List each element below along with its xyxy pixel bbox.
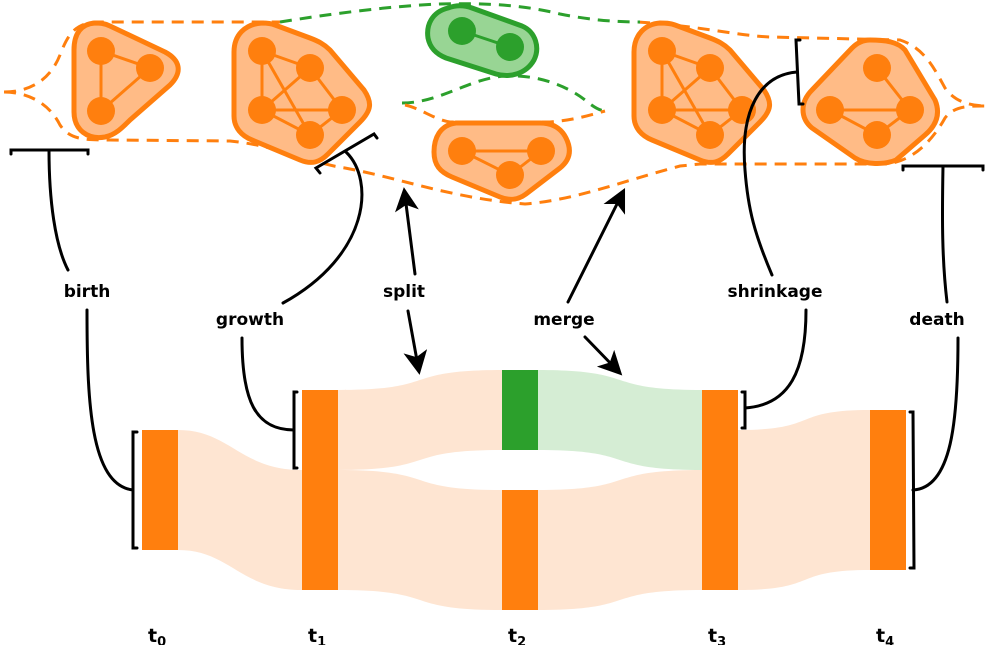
community-snapshot-t3 — [631, 20, 772, 165]
flow-t2-green-t3 — [538, 370, 702, 470]
node — [448, 137, 476, 165]
node — [296, 121, 324, 149]
timestep-label-t2: t2 — [508, 625, 526, 645]
timestep-label-t4: t4 — [876, 625, 894, 645]
alluvial-flows — [178, 370, 870, 610]
event-labels: birth growth split merge shrinkage death — [64, 282, 965, 330]
community-envelope-lower — [3, 90, 989, 206]
node — [248, 96, 276, 124]
shrinkage-bottom-connector — [743, 308, 808, 410]
flow-t3-t4 — [738, 410, 870, 590]
nodes — [87, 37, 164, 125]
merge-arrow-up — [566, 187, 626, 304]
nodes — [448, 137, 555, 189]
event-label-shrinkage: shrinkage — [727, 282, 822, 302]
bar-t3 — [702, 390, 738, 590]
node — [448, 17, 476, 45]
node — [863, 54, 891, 82]
community-snapshot-t0 — [71, 20, 181, 141]
node — [87, 97, 115, 125]
birth-bottom-connector — [85, 308, 135, 492]
growth-bottom-connector — [240, 336, 296, 432]
community-snapshot-t2-green — [425, 3, 540, 78]
growth-bottom-bracket — [292, 390, 299, 470]
node — [496, 33, 524, 61]
node — [328, 96, 356, 124]
flow-t1-t2-orange — [338, 470, 502, 610]
bar-t0 — [142, 430, 178, 550]
death-top-connector — [940, 164, 949, 304]
birth-top-connector — [47, 148, 70, 272]
shrinkage-top-connector — [742, 70, 799, 277]
bar-t1 — [302, 390, 338, 590]
node — [816, 96, 844, 124]
community-snapshot-t1 — [231, 20, 372, 165]
split-arrow-down — [403, 309, 428, 375]
annotations — [9, 38, 985, 570]
event-label-split: split — [383, 282, 425, 302]
timestep-label-t3: t3 — [708, 625, 726, 645]
event-label-death: death — [909, 310, 964, 330]
event-label-birth: birth — [64, 282, 111, 302]
bar-t4 — [870, 410, 906, 570]
death-bottom-bracket — [908, 410, 916, 570]
death-bottom-connector — [911, 336, 960, 492]
node — [896, 96, 924, 124]
node — [863, 121, 891, 149]
network-snapshots — [3, 2, 989, 206]
orange-split-envelope — [404, 103, 606, 124]
node — [248, 37, 276, 65]
node — [696, 121, 724, 149]
nodes — [816, 54, 924, 149]
growth-top-connector — [281, 150, 364, 305]
community-snapshot-t4 — [800, 37, 940, 166]
community-hull — [800, 37, 940, 166]
community-envelope-upper — [3, 20, 280, 94]
node — [527, 137, 555, 165]
event-label-merge: merge — [533, 310, 594, 330]
timestep-label-t1: t1 — [308, 625, 326, 645]
green-envelope-lower — [401, 74, 608, 113]
event-label-growth: growth — [216, 310, 284, 330]
node — [136, 54, 164, 82]
flow-t2-orange-t3 — [538, 470, 702, 610]
timestep-label-t0: t0 — [148, 625, 166, 645]
node — [648, 96, 676, 124]
nodes — [248, 37, 356, 149]
node — [87, 37, 115, 65]
flow-t1-t2-green — [338, 370, 502, 470]
shrinkage-bottom-bracket — [740, 390, 747, 430]
green-envelope-upper — [279, 2, 641, 24]
bar-t2-orange — [502, 490, 538, 610]
bar-t2-green — [502, 370, 538, 450]
node — [648, 37, 676, 65]
split-arrow-up — [395, 187, 419, 276]
timestep-labels: t0 t1 t2 t3 t4 — [148, 625, 894, 645]
community-hull — [71, 20, 181, 141]
merge-arrow-down — [583, 335, 623, 376]
node — [296, 54, 324, 82]
community-snapshot-t2-orange — [431, 120, 572, 202]
node — [696, 54, 724, 82]
community-bars — [142, 370, 906, 610]
community-envelope-upper-right — [637, 20, 989, 108]
flow-t0-t1 — [178, 430, 302, 590]
birth-bottom-bracket — [131, 430, 139, 550]
node — [496, 161, 524, 189]
